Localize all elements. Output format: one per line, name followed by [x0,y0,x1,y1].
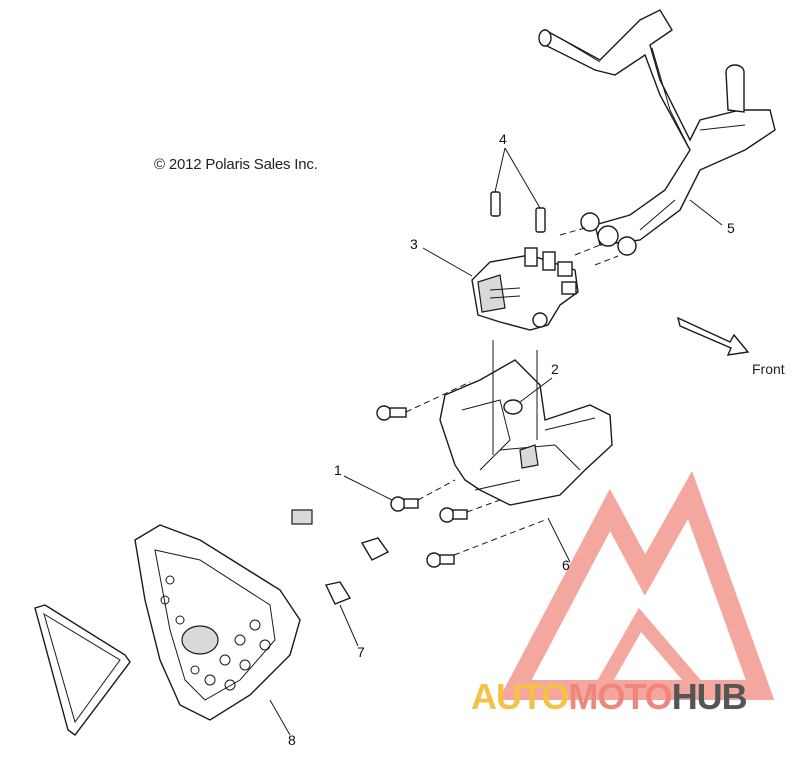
copyright-text: © 2012 Polaris Sales Inc. [154,156,318,173]
watermark-brand: AUTOMOTOHUB [471,676,748,718]
valve-body [471,247,579,331]
bolts-1 [376,381,546,568]
bracket [439,340,613,506]
lens [34,604,131,736]
callout-7: 7 [357,644,365,660]
screws-4 [490,191,546,233]
bezel [134,524,301,721]
callout-3: 3 [410,236,418,252]
hose-assembly [538,9,776,266]
clip-2 [503,399,523,415]
clips-7 [291,509,390,605]
front-direction-label: Front [752,361,785,377]
front-arrow [676,316,750,356]
brand-moto: MOTO [568,676,672,717]
callout-6: 6 [562,557,570,573]
watermark-logo [498,471,775,700]
callout-1: 1 [334,462,342,478]
brand-auto: AUTO [471,676,569,717]
callout-2: 2 [551,361,559,377]
leader-lines [269,147,723,736]
bezel-holes [160,575,271,691]
callout-4: 4 [499,131,507,147]
callout-5: 5 [727,220,735,236]
brand-hub: HUB [671,676,748,717]
callout-8: 8 [288,732,296,748]
